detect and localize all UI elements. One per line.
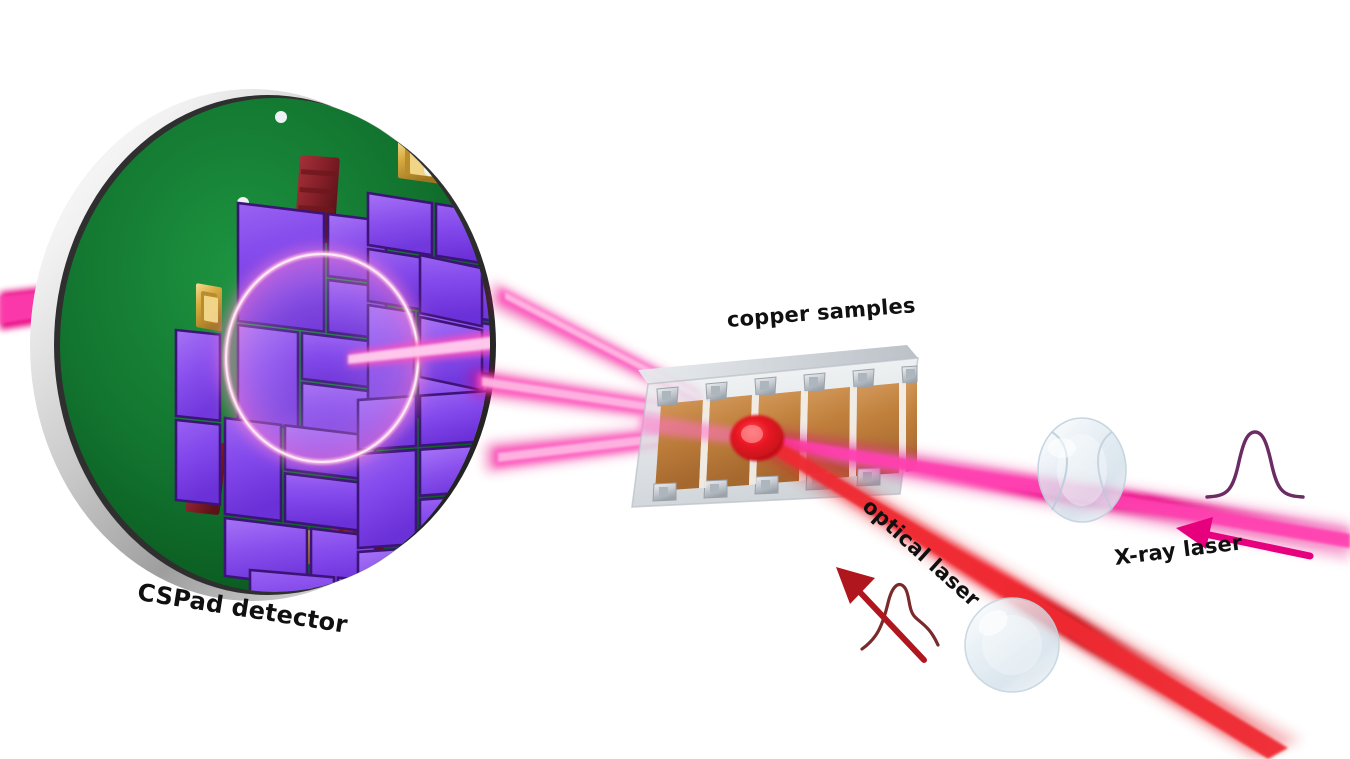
- xray-focusing-optic: [1037, 417, 1127, 523]
- optical-direction-arrow: [836, 567, 927, 663]
- optical-focusing-lens: [964, 597, 1060, 693]
- optical-pulse-profile: [860, 582, 940, 651]
- beam-converging-on-detector: [348, 327, 490, 367]
- xray-direction-arrow: [1176, 517, 1314, 560]
- copper-foil: [652, 386, 703, 502]
- beam-optical-laser: [730, 415, 1302, 759]
- xray-pulse-profile: [1205, 430, 1305, 499]
- copper-foil: [901, 365, 918, 472]
